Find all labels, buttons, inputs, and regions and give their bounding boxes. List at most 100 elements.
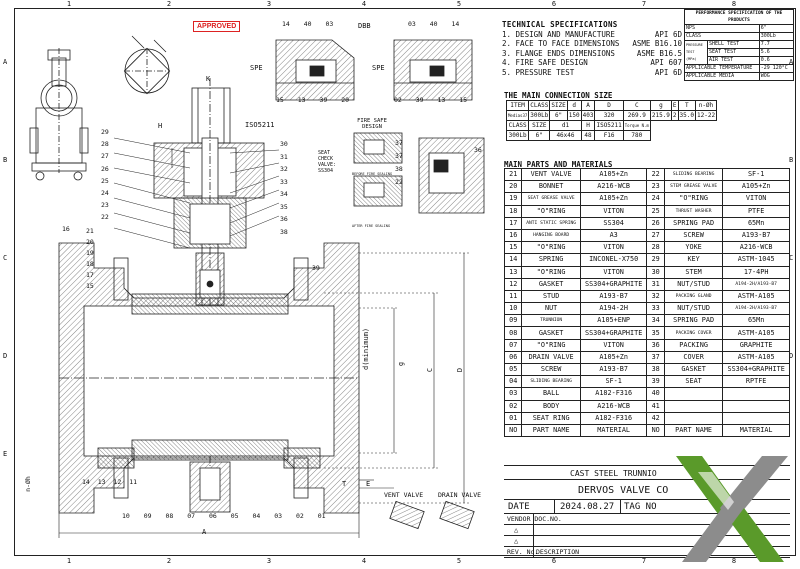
conn-cell: Medias37: [505, 110, 530, 121]
conn-header: T: [677, 100, 697, 111]
part-material: SS304: [579, 216, 648, 230]
spe-right-label: SPE: [372, 64, 385, 72]
side-view: [29, 48, 89, 181]
part-name: TRUNNION: [521, 314, 581, 328]
zone-col-4: 4: [361, 557, 367, 565]
part-material: 65Mn: [722, 216, 790, 230]
part-name: SEAT: [663, 375, 724, 389]
zone-col-5: 5: [456, 557, 462, 565]
conn-cell: 403: [580, 110, 596, 121]
conn-cell: 12-22: [694, 110, 718, 121]
approved-stamp: APPROVED: [193, 21, 241, 32]
part-name: "O"RING: [521, 338, 581, 352]
part-name: SPRING PAD: [663, 216, 724, 230]
part-name: KEY: [663, 253, 724, 267]
date-value: 2024.08.27: [560, 502, 615, 512]
part-material: SF-1: [579, 375, 648, 389]
conn-header: CLASS: [505, 120, 530, 131]
part-no: 10: [503, 302, 523, 316]
rev-no-label: REV. No.: [507, 548, 539, 556]
part-name: GASKET: [521, 326, 581, 340]
dim-d-label: d(minimum): [362, 327, 370, 370]
zone-row-d: D: [3, 352, 8, 360]
part-name: SEAT RING: [521, 411, 581, 425]
dimension-lines: [58, 148, 469, 538]
part-no: 16: [503, 228, 523, 243]
part-no: 31: [646, 277, 665, 291]
dim-h-label: H: [158, 122, 163, 130]
zone-col-2: 2: [166, 0, 172, 8]
rev-mark: △: [514, 537, 519, 545]
callout: 14: [282, 20, 290, 28]
callouts-fire: 37 37 38 22: [395, 137, 403, 189]
callout: 14: [451, 20, 460, 28]
part-no: 04: [503, 375, 523, 389]
dim-k-label: K: [206, 75, 211, 83]
callout: 02: [296, 512, 304, 520]
part-no: 32: [646, 289, 665, 304]
part-no: 06: [503, 350, 523, 365]
product-name: CAST STEEL TRUNNIO: [570, 469, 657, 478]
part-no: 25: [646, 204, 665, 218]
part-name: SLIDING BEARING: [663, 167, 724, 182]
part-name: "O"RING: [521, 241, 581, 255]
callout: 03: [408, 20, 416, 28]
tb-rev-row-2: △: [504, 535, 790, 547]
dim-t-label: T: [342, 480, 347, 488]
part-material: 65Mn: [722, 314, 790, 328]
zone-row-b: B: [789, 156, 794, 164]
part-material: SF-1: [722, 167, 790, 182]
part-name: STEM: [663, 265, 724, 279]
tech-spec-value: API 6D: [654, 67, 682, 77]
part-no: NO: [503, 423, 523, 438]
conn-cell: 35.0: [677, 110, 697, 121]
callout: 13: [437, 96, 446, 104]
conn-header: SIZE: [549, 100, 568, 111]
part-no: 11: [503, 289, 523, 304]
zone-col-1: 1: [66, 557, 72, 565]
callouts-right: 30 31 32 33 34 35 36 38: [280, 138, 294, 238]
part-material: VITON: [579, 241, 648, 255]
callouts-left-lower: 21 20 19 18 17 15: [86, 226, 100, 292]
part-no: 24: [646, 192, 665, 206]
drawing-frame: [14, 8, 796, 556]
tech-spec-value: ASME B16.10: [632, 39, 682, 48]
callout: 22: [101, 213, 109, 222]
tech-spec-value: ASME B16.5: [636, 48, 682, 58]
tag-label: TAG NO: [624, 502, 657, 512]
callout: 04: [252, 512, 261, 520]
company-name: DERVOS VALVE CO: [578, 485, 669, 496]
tb-divider: [620, 499, 621, 513]
callout: 07: [187, 512, 196, 520]
part-material: ASTM-A105: [722, 350, 790, 365]
part-no: 27: [646, 228, 665, 243]
after-fire-label: AFTER FIRE SEALING: [352, 224, 390, 228]
part-no: 08: [503, 326, 523, 340]
part-no: 01: [503, 411, 523, 425]
part-material: A105+Zn: [722, 180, 790, 194]
part-material: A3: [579, 228, 648, 243]
callout: 15: [276, 96, 284, 104]
conn-header: Torque N.m: [622, 120, 651, 131]
callout: 29: [101, 128, 109, 136]
conn-header: d: [566, 100, 582, 111]
part-name: BODY: [521, 399, 581, 413]
part-material: [722, 399, 790, 413]
callout: 15: [459, 96, 468, 104]
perf-value: 6": [758, 24, 795, 33]
conn-header: E: [670, 100, 679, 111]
part-name: PART NAME: [521, 423, 581, 438]
callout: 22: [395, 178, 403, 186]
conn-header: n-Øh: [694, 100, 718, 111]
part-material: VITON: [579, 265, 648, 279]
callout: 03: [274, 512, 283, 520]
callouts-top-right: 03 40 14: [408, 20, 459, 28]
part-material: SS304+GRAPHITE: [722, 362, 790, 377]
part-material: A182-F316: [579, 411, 648, 425]
part-no: 03: [503, 387, 523, 401]
seat-detail-right: [393, 39, 473, 101]
part-name: "O"RING: [663, 192, 724, 206]
